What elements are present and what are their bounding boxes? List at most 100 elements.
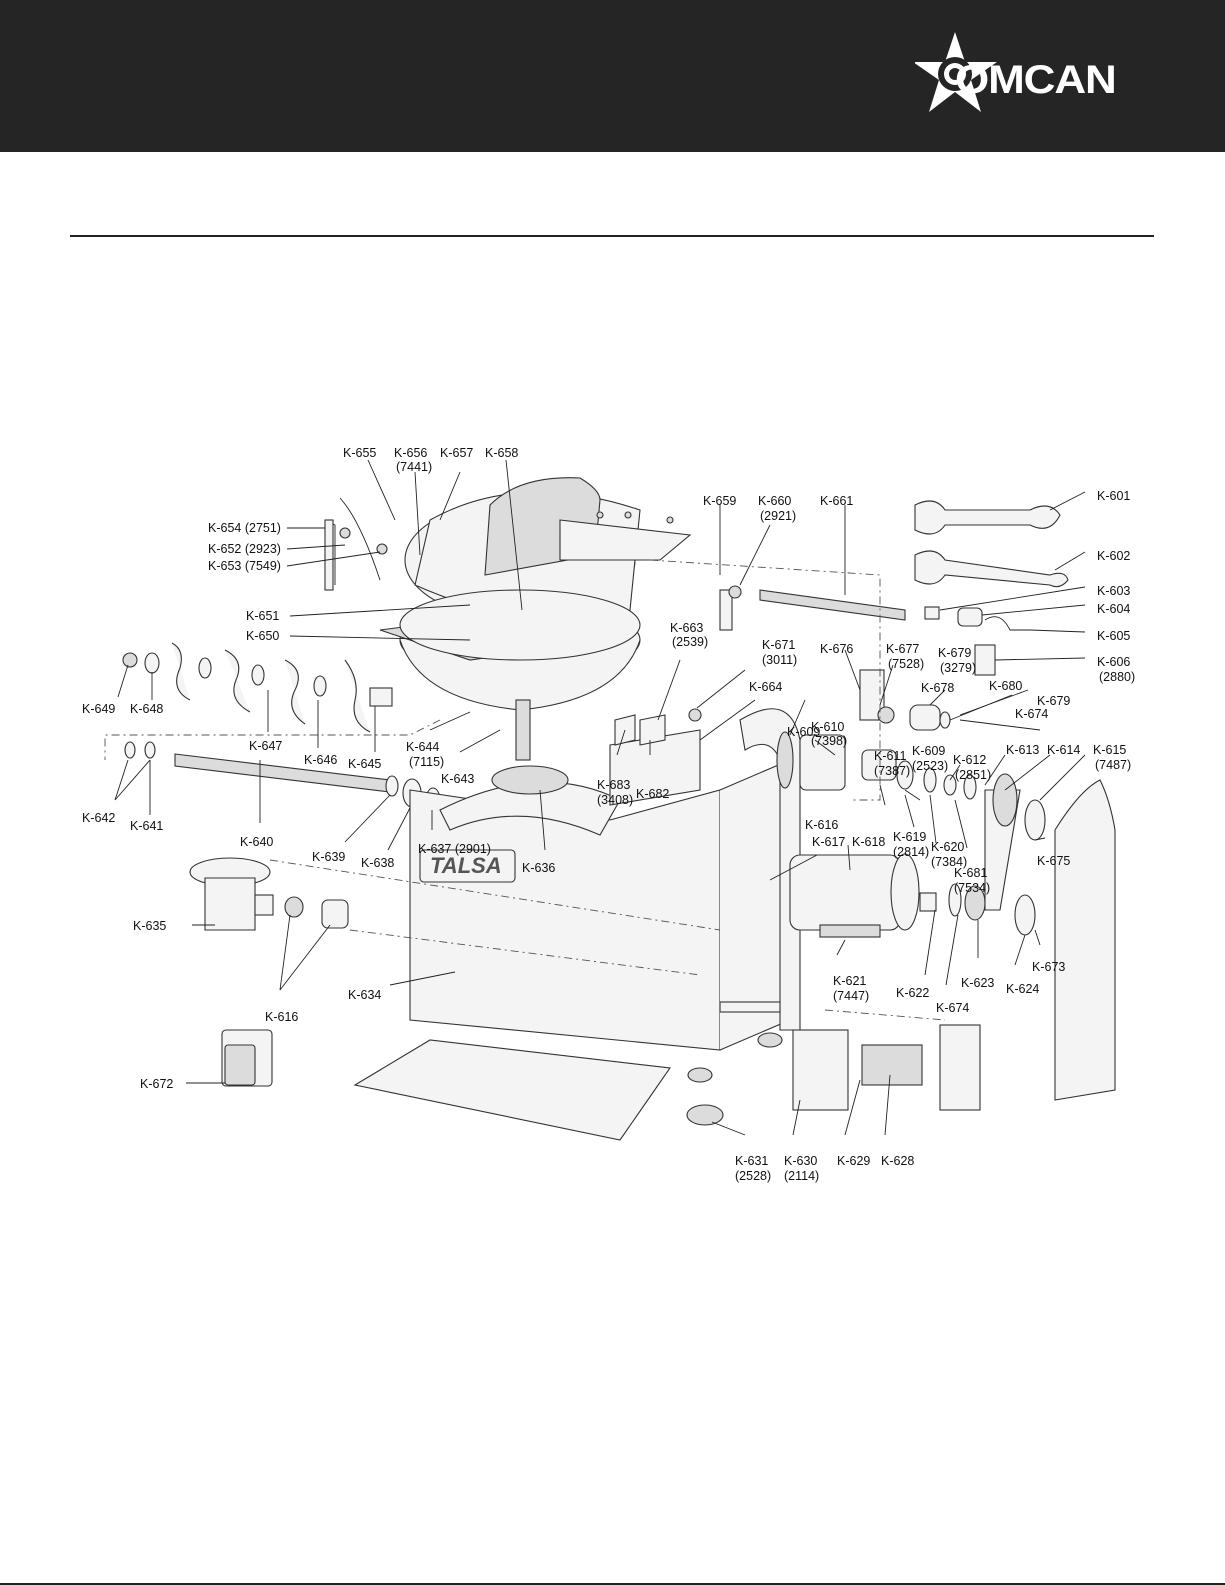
callout-k634: K-634 [348, 988, 381, 1002]
callout-k655: K-655 [343, 446, 376, 460]
callout-k629: K-629 [837, 1154, 870, 1168]
callout-k620-code: (7384) [931, 855, 967, 869]
callout-k611-code: (7387) [874, 764, 910, 778]
callout-k641: K-641 [130, 819, 163, 833]
callout-k612-code: (2851) [955, 768, 991, 782]
machine-body: TALSA [353, 708, 801, 1141]
callout-k635: K-635 [133, 919, 166, 933]
callout-k612: K-612 [953, 753, 986, 767]
callout-k679-top: K-679 [938, 646, 971, 660]
callout-k640: K-640 [240, 835, 273, 849]
callout-k652: K-652 (2923) [208, 542, 281, 556]
callout-k658: K-658 [485, 446, 518, 460]
callout-k656-code: (7441) [396, 460, 432, 474]
spindle-parts [614, 585, 1041, 800]
callout-k679-mid: K-679 [1037, 694, 1070, 708]
motor-assembly [789, 773, 1046, 938]
callout-k613: K-613 [1006, 743, 1039, 757]
callout-k650: K-650 [246, 629, 279, 643]
callout-k636: K-636 [522, 861, 555, 875]
callout-k644: K-644 [406, 740, 439, 754]
title-divider [70, 235, 1154, 237]
callout-k622: K-622 [896, 986, 929, 1000]
callout-k618: K-618 [852, 835, 885, 849]
brand-logo-text: OMCAN [955, 58, 1117, 102]
callout-k653: K-653 (7549) [208, 559, 281, 573]
callout-k678: K-678 [921, 681, 954, 695]
page-header [0, 0, 1225, 152]
callout-k643: K-643 [441, 772, 474, 786]
callout-k614: K-614 [1047, 743, 1080, 757]
callout-k605: K-605 [1097, 629, 1130, 643]
footer-divider [0, 1583, 1225, 1585]
callout-k663: K-663 [670, 621, 703, 635]
callout-k661: K-661 [820, 494, 853, 508]
leader-lines [114, 459, 1086, 1136]
callout-k609-mid-code: (2523) [912, 759, 948, 773]
callout-k609-mid: K-609 [912, 744, 945, 758]
callout-k619-code: (2814) [893, 845, 929, 859]
callout-labels: K-655 K-656 (7441) K-657 K-658 K-654 (27… [82, 446, 1135, 1183]
callout-k677: K-677 [886, 642, 919, 656]
callout-k675: K-675 [1037, 854, 1070, 868]
callout-k674-bottom: K-674 [936, 1001, 969, 1015]
assembly-line [349, 929, 701, 976]
callout-k664: K-664 [749, 680, 782, 694]
callout-k620: K-620 [931, 840, 964, 854]
callout-k617: K-617 [812, 835, 845, 849]
callout-k604: K-604 [1097, 602, 1130, 616]
callout-k663-code: (2539) [672, 635, 708, 649]
lid-assembly [324, 477, 692, 622]
callout-k672: K-672 [140, 1077, 173, 1091]
callout-k676: K-676 [820, 642, 853, 656]
callout-k682: K-682 [636, 787, 669, 801]
callout-k656: K-656 [394, 446, 427, 460]
callout-k606: K-606 [1097, 655, 1130, 669]
callout-k660-code: (2921) [760, 509, 796, 523]
callout-k642: K-642 [82, 811, 115, 825]
callout-k645: K-645 [348, 757, 381, 771]
callout-k648: K-648 [130, 702, 163, 716]
knife-stack [122, 642, 441, 813]
callout-k644-code: (7115) [409, 755, 444, 769]
callout-k671: K-671 [762, 638, 795, 652]
omcan-star-icon [915, 32, 997, 112]
callout-k657: K-657 [440, 446, 473, 460]
assembly-line [649, 559, 881, 801]
callout-k610: K-610 [811, 720, 844, 734]
callout-k659: K-659 [703, 494, 736, 508]
callout-k602: K-602 [1097, 549, 1130, 563]
assembly-line [824, 1009, 946, 1021]
callout-k616-left: K-616 [265, 1010, 298, 1024]
bowl [379, 589, 641, 761]
callout-k679-top-code: (3279) [940, 661, 976, 675]
callout-k606-code: (2880) [1099, 670, 1135, 684]
callout-k681-code: (7534) [954, 881, 990, 895]
machine-badge: TALSA [430, 853, 502, 878]
assembly-line [269, 859, 721, 931]
callout-k624: K-624 [1006, 982, 1039, 996]
callout-k601: K-601 [1097, 489, 1130, 503]
callout-k651: K-651 [246, 609, 279, 623]
callout-k674-top: K-674 [1015, 707, 1048, 721]
wrenches [914, 500, 1069, 676]
callout-k671-code: (3011) [762, 653, 797, 667]
callout-k647: K-647 [249, 739, 282, 753]
callout-k673: K-673 [1032, 960, 1065, 974]
callout-k681: K-681 [954, 866, 987, 880]
callout-k677-code: (7528) [888, 657, 924, 671]
callout-k649: K-649 [82, 702, 115, 716]
callout-k654: K-654 (2751) [208, 521, 281, 535]
callout-k630-code: (2114) [784, 1169, 819, 1183]
callout-k611: K-611 [874, 749, 906, 763]
callout-k610-code: (7398) [811, 734, 847, 748]
callout-k615: K-615 [1093, 743, 1126, 757]
callout-k616-right: K-616 [805, 818, 838, 832]
callout-k621: K-621 [833, 974, 866, 988]
callout-k603: K-603 [1097, 584, 1130, 598]
callout-k631-code: (2528) [735, 1169, 771, 1183]
callout-k683: K-683 [597, 778, 630, 792]
assembly-line [104, 719, 441, 760]
callout-k639: K-639 [312, 850, 345, 864]
